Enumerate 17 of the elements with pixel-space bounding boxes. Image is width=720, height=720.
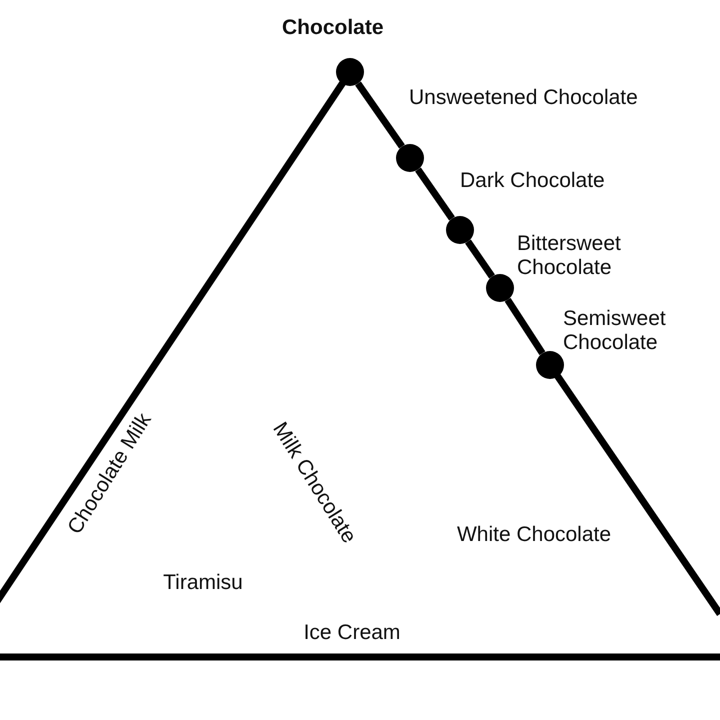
connector-line [415,168,455,220]
dot-marker [396,144,424,172]
connector-line [355,81,405,149]
connector-line [465,240,495,278]
dot-marker [486,274,514,302]
region-label: Tiramisu [163,570,243,596]
dot-marker [336,58,364,86]
dot-label: Semisweet Chocolate [563,307,667,356]
region-label: White Chocolate [456,522,612,548]
connector-line [504,298,546,356]
dot-marker [446,216,474,244]
dot-label: Bittersweet Chocolate [517,232,622,280]
dot-marker [536,351,564,379]
apex-label: Chocolate [282,16,384,40]
dot-label: Unsweetened Chocolate [409,86,638,110]
region-label: Ice Cream [304,620,400,646]
dot-label: Dark Chocolate [460,169,605,194]
